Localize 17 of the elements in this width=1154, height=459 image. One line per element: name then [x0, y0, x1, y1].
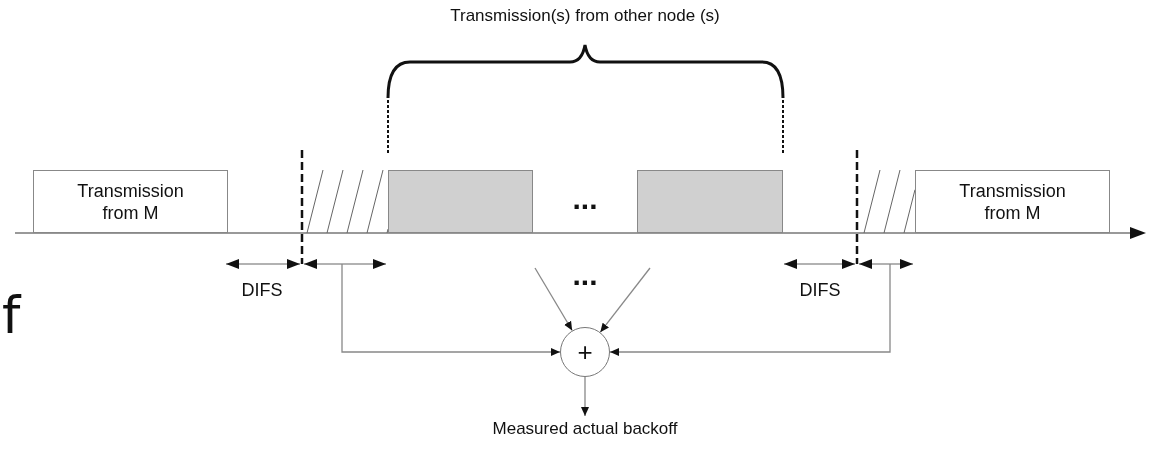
interval-label: DIFS — [799, 280, 841, 301]
text-fragment: f — [2, 285, 21, 345]
arrow — [341, 263, 561, 356]
arrow — [609, 263, 891, 356]
transmission-box: Transmission from M — [915, 170, 1110, 233]
arrow — [534, 267, 573, 332]
busy-block — [637, 170, 783, 233]
bracket-label: Transmission(s) from other node (s) — [450, 6, 720, 26]
output-label: Measured actual backoff — [470, 416, 700, 442]
busy-block — [388, 170, 533, 233]
arrow — [581, 376, 589, 417]
ellipsis: ... — [572, 182, 598, 216]
interval-label: DIFS — [241, 280, 283, 301]
sum-circle: + — [560, 327, 610, 377]
ellipsis: ... — [572, 258, 598, 292]
transmission-box: Transmission from M — [33, 170, 228, 233]
arrow — [599, 267, 651, 333]
